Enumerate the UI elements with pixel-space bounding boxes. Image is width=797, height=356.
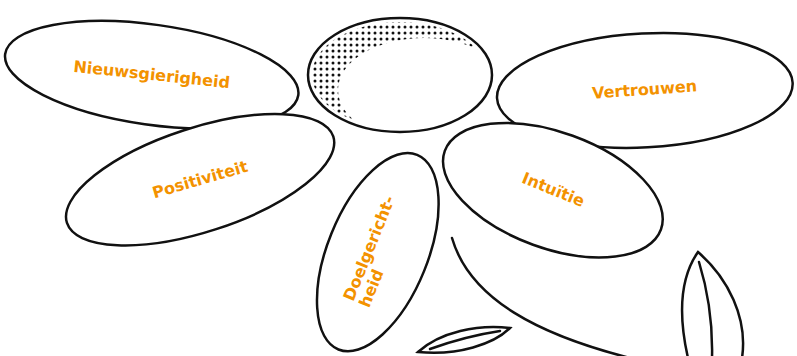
leaf: [682, 252, 743, 356]
petal-ellipse: [51, 87, 349, 272]
petal: Doelgericht- heid: [314, 150, 442, 354]
leaf-vein: [430, 331, 500, 349]
petal: Intuïtie: [440, 120, 666, 260]
center-dots: [300, 15, 500, 135]
leaf-vein: [699, 262, 712, 356]
petal-ellipse: [425, 96, 681, 284]
petal-ellipse: [292, 136, 463, 356]
leaf: [418, 327, 510, 353]
petal: Positiviteit: [63, 111, 337, 248]
